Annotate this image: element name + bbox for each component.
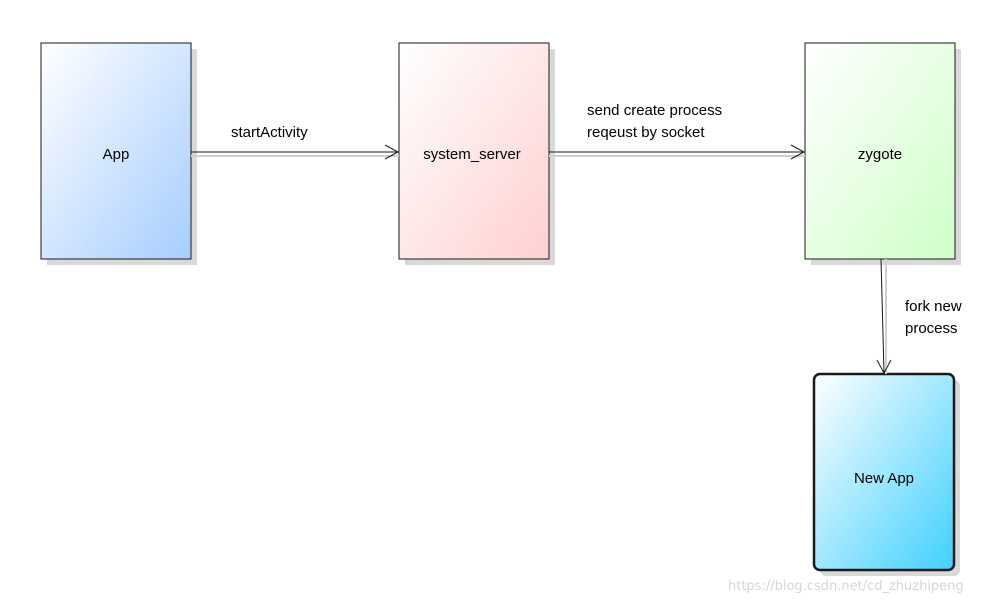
node-app-label: App [103, 146, 130, 163]
edge-send-request: send create process reqeust by socket [549, 102, 806, 160]
node-zygote: zygote [804, 42, 956, 260]
node-system-server: system_server [398, 42, 550, 260]
edge-fork-arrowhead [876, 359, 892, 375]
edge-send-request-arrowhead [790, 144, 806, 160]
edge-start-activity: startActivity [191, 124, 400, 160]
edge-fork-label-line2: process [905, 320, 958, 337]
node-new-app: New App [812, 372, 956, 572]
node-app: App [40, 42, 192, 260]
node-system-server-box [398, 42, 550, 260]
edge-send-request-label-line1: send create process [587, 102, 722, 119]
edge-fork-label-line1: fork new [905, 298, 962, 315]
node-zygote-box [804, 42, 956, 260]
node-app-box [40, 42, 192, 260]
node-system-server-label: system_server [423, 146, 521, 163]
edge-start-activity-arrowhead [384, 144, 400, 160]
node-zygote-label: zygote [858, 146, 902, 163]
edge-fork-line [880, 258, 885, 374]
edge-start-activity-label: startActivity [231, 124, 308, 141]
node-new-app-label: New App [854, 470, 914, 487]
edge-fork: fork new process [876, 258, 962, 375]
edge-send-request-label-line2: reqeust by socket [587, 124, 705, 141]
watermark-text: https://blog.csdn.net/cd_zhuzhipeng [728, 579, 964, 594]
